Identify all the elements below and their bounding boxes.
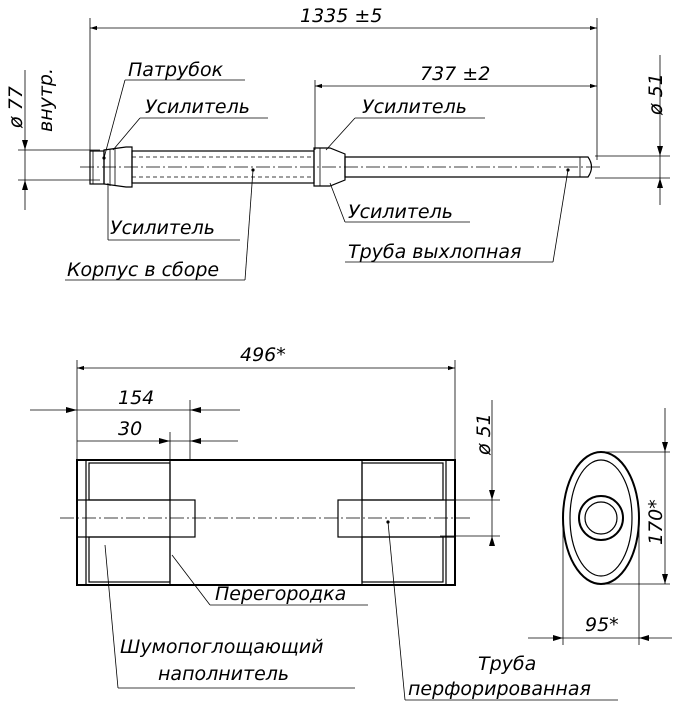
label-pipe-2: перфорированная (408, 678, 591, 700)
label-usilitel-4: Усилитель (348, 201, 453, 223)
label-filler-1: Шумопоглощающий (120, 636, 323, 658)
dim-height-text: 170* (645, 499, 667, 545)
perforated-pipe-right (337, 499, 456, 538)
dim-d77-note: внутр. (35, 68, 57, 132)
end-inner-oval (569, 459, 633, 577)
label-filler-2: наполнитель (158, 663, 289, 685)
label-truba-vykhl: Труба выхлопная (348, 241, 521, 263)
perforated-pipe-left (76, 499, 196, 538)
label-usilitel-2: Усилитель (362, 96, 467, 118)
filler-left-top (88, 462, 171, 501)
label-pipe-1: Труба (478, 653, 536, 675)
filler-left-bottom (88, 536, 171, 583)
dim-section-d51-text: ø 51 (473, 413, 495, 456)
top-view: 1335 ±5 737 ±2 ø 77 внутр. ø 51 (5, 5, 670, 281)
inlet-reinforcer (103, 146, 133, 188)
dim-pipe-text: 737 ±2 (420, 63, 490, 85)
dim-d77-text: ø 77 (5, 86, 27, 129)
exhaust-pipe (344, 156, 593, 178)
dim-width-text: 95* (585, 614, 619, 636)
end-view: 170* 95* (528, 408, 672, 645)
end-pipe-outer (578, 495, 624, 541)
filler-right-bottom (361, 536, 444, 583)
dim-length-text: 496* (240, 344, 286, 366)
muffler-housing (76, 459, 456, 586)
dim-total-text: 1335 ±5 (300, 5, 382, 27)
end-pipe-inner (584, 501, 618, 535)
dim-d77-arrow-top (22, 140, 28, 150)
filler-right-top (361, 462, 444, 501)
label-korpus: Корпус в сборе (67, 259, 219, 281)
label-peregorodka: Перегородка (215, 583, 346, 605)
section-view: 496* 154 30 ø 51 (30, 344, 618, 701)
dim-d51-text: ø 51 (645, 73, 667, 116)
label-usilitel-1: Усилитель (145, 96, 250, 118)
dim-d51-arrow-top (657, 146, 663, 156)
dim-30-text: 30 (118, 418, 142, 440)
outlet-reinforcer (313, 147, 346, 187)
inlet-nipple (89, 150, 105, 185)
end-outer-oval (562, 451, 640, 585)
label-patrubok: Патрубок (128, 59, 224, 81)
dim-d51-arrow-bot (657, 178, 663, 188)
dim-d77-arrow-bot (22, 180, 28, 190)
dim-154-text: 154 (118, 387, 154, 409)
label-usilitel-3: Усилитель (110, 217, 215, 239)
